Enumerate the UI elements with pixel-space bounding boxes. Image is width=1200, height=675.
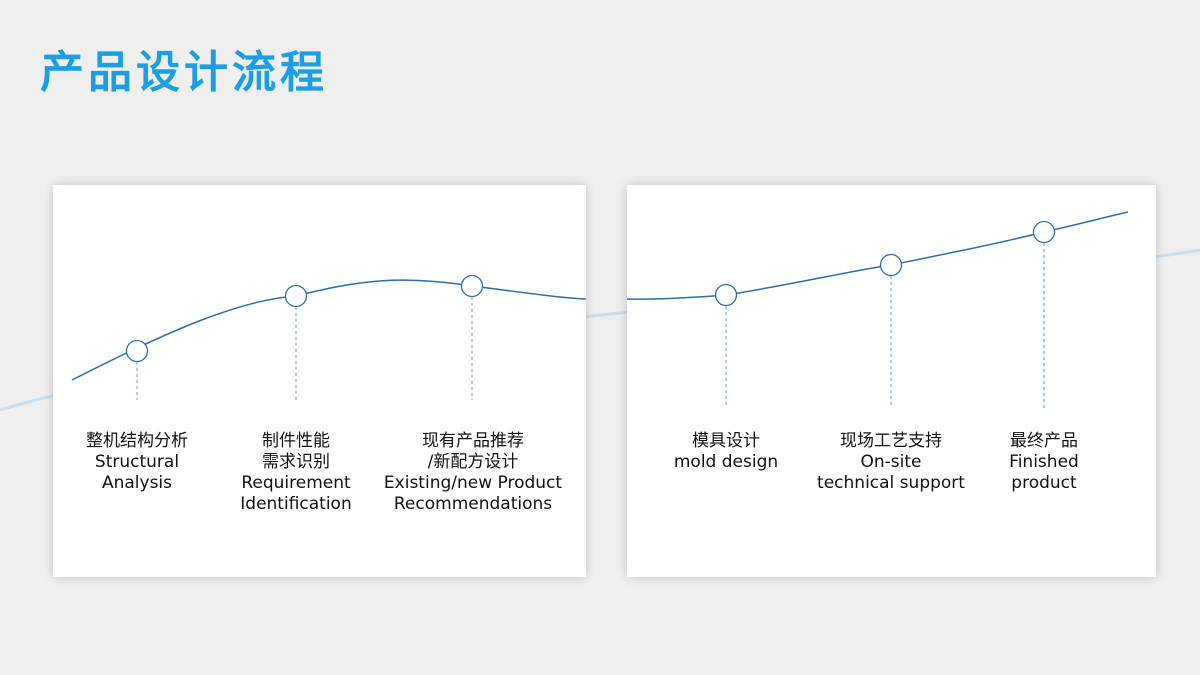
- step-label-en: On-site: [860, 452, 922, 472]
- step-onsite-support: 现场工艺支持 On-site technical support: [817, 431, 965, 494]
- step-label-en: Structural: [94, 452, 180, 472]
- step-requirement-identification: 制件性能 需求识别 Requirement Identification: [240, 431, 351, 515]
- step-label-en: mold design: [673, 452, 779, 472]
- step-label-zh: 现场工艺支持: [840, 431, 942, 451]
- step-marker-6: [1032, 220, 1056, 244]
- page-title: 产品设计流程: [40, 47, 328, 98]
- step-label-en: Existing/new Product: [383, 473, 563, 493]
- step-label-zh: 最终产品: [1010, 431, 1078, 451]
- step-label-en: product: [1011, 473, 1077, 493]
- step-finished-product: 最终产品 Finished product: [1009, 431, 1079, 494]
- step-marker-2: [284, 284, 308, 308]
- step-structural-analysis: 整机结构分析 Structural Analysis: [86, 431, 188, 494]
- step-mold-design: 模具设计 mold design: [674, 431, 778, 473]
- step-label-en: Finished: [1009, 452, 1079, 472]
- step-label-en: Identification: [240, 494, 352, 514]
- step-product-recommendations: 现有产品推荐 /新配方设计 Existing/new Product Recom…: [384, 431, 562, 515]
- step-label-en: Recommendations: [393, 494, 553, 514]
- step-label-en: technical support: [817, 473, 965, 493]
- process-curve-right: [626, 211, 1129, 300]
- process-curve-left: [71, 279, 587, 381]
- step-label-zh: 整机结构分析: [86, 431, 188, 451]
- step-label-zh: 需求识别: [262, 452, 330, 472]
- step-label-zh: /新配方设计: [427, 452, 519, 472]
- step-label-zh: 制件性能: [262, 431, 330, 451]
- step-marker-4: [714, 283, 738, 307]
- step-marker-1: [125, 339, 149, 363]
- step-marker-3: [460, 274, 484, 298]
- step-marker-5: [879, 253, 903, 277]
- step-label-zh: 模具设计: [692, 431, 760, 451]
- step-label-en: Requirement: [241, 473, 351, 493]
- step-label-zh: 现有产品推荐: [422, 431, 524, 451]
- left-panel: [53, 185, 586, 577]
- step-label-en: Analysis: [101, 473, 173, 493]
